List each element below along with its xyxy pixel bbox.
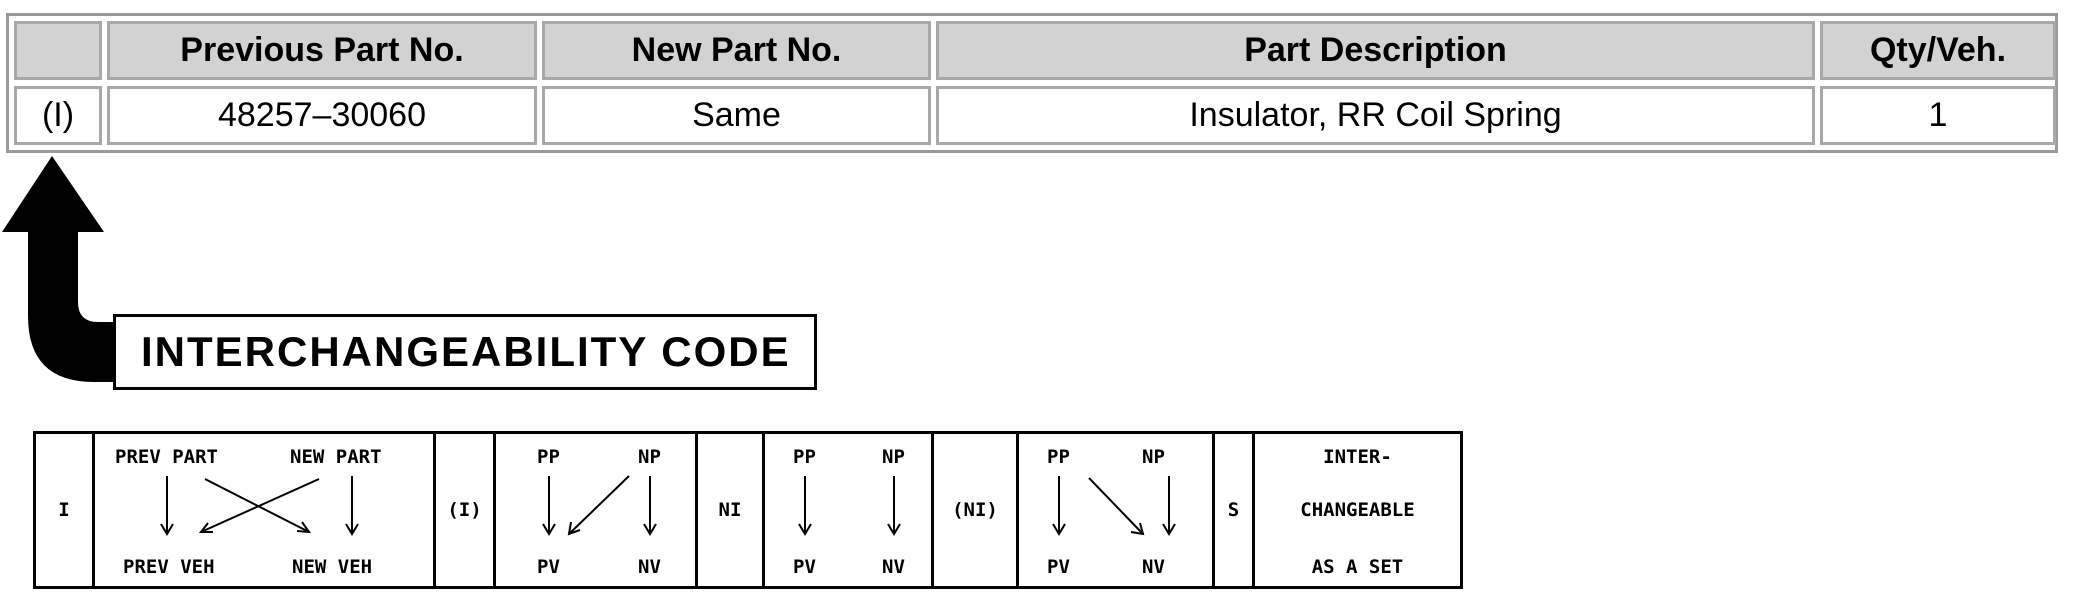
legend-code-paren-ni: (NI)	[952, 499, 998, 521]
legend-diagram-ni: PP NP PV NV	[765, 434, 934, 586]
legend-code-s: S	[1227, 499, 1240, 521]
header-qty-veh: Qty/Veh.	[1820, 21, 2056, 80]
legend-pni-pv: PV	[1047, 556, 1070, 578]
legend-i-new-part: NEW PART	[290, 446, 382, 468]
parts-table: Previous Part No. New Part No. Part Desc…	[6, 13, 2058, 153]
legend-s-line2: CHANGEABLE	[1300, 499, 1415, 521]
interchangeability-legend: I PREV PART NEW PART PREV VEH NEW VEH (I…	[33, 431, 1463, 589]
cell-previous-part-no: 48257–30060	[107, 86, 537, 145]
cell-qty-veh: 1	[1820, 86, 2056, 145]
legend-code-i: I	[58, 499, 70, 521]
legend-pi-np: NP	[638, 446, 661, 468]
legend-code-ni: NI	[718, 499, 742, 521]
interchangeability-code-label: INTERCHANGEABILITY CODE	[113, 314, 817, 390]
legend-ni-nv: NV	[882, 556, 905, 578]
legend-i-new-veh: NEW VEH	[292, 556, 373, 578]
header-part-description: Part Description	[936, 21, 1815, 80]
legend-s-line1: INTER-	[1323, 446, 1392, 468]
header-previous-part-no: Previous Part No.	[107, 21, 537, 80]
legend-i-prev-veh: PREV VEH	[123, 556, 215, 578]
legend-pi-nv: NV	[638, 556, 661, 578]
legend-s-line3: AS A SET	[1311, 556, 1404, 578]
legend-diagram-paren-ni: PP NP PV NV	[1019, 434, 1215, 586]
interchangeability-code-text: INTERCHANGEABILITY CODE	[141, 328, 791, 375]
callout-arrow-icon	[2, 156, 120, 382]
cell-part-description: Insulator, RR Coil Spring	[936, 86, 1815, 145]
cell-interchangeability-code: (I)	[14, 86, 102, 145]
legend-diagram-paren-i: PP NP PV NV	[496, 434, 698, 586]
legend-paren-ni-arrows-icon	[1052, 476, 1176, 536]
legend-ni-np: NP	[882, 446, 905, 468]
legend-cell-code-ni: NI	[698, 434, 765, 586]
legend-diagram-i: PREV PART NEW PART PREV VEH NEW VEH	[95, 434, 436, 586]
legend-pni-np: NP	[1142, 446, 1165, 468]
cell-new-part-no: Same	[542, 86, 931, 145]
legend-description-s: INTER- CHANGEABLE AS A SET	[1255, 434, 1460, 586]
legend-ni-pp: PP	[793, 446, 816, 468]
legend-cell-code-paren-i: (I)	[436, 434, 496, 586]
legend-cell-code-i: I	[36, 434, 95, 586]
legend-pi-pp: PP	[537, 446, 560, 468]
legend-ni-arrows-icon	[798, 476, 901, 536]
header-code	[14, 21, 102, 80]
legend-cell-code-paren-ni: (NI)	[934, 434, 1019, 586]
legend-i-prev-part: PREV PART	[115, 446, 218, 468]
legend-i-arrows-icon	[160, 476, 359, 536]
legend-pi-pv: PV	[537, 556, 560, 578]
legend-cell-code-s: S	[1215, 434, 1255, 586]
header-new-part-no: New Part No.	[542, 21, 931, 80]
legend-paren-i-arrows-icon	[542, 475, 657, 536]
legend-pni-pp: PP	[1047, 446, 1070, 468]
legend-pni-nv: NV	[1142, 556, 1165, 578]
legend-ni-pv: PV	[793, 556, 816, 578]
legend-code-paren-i: (I)	[447, 499, 482, 521]
